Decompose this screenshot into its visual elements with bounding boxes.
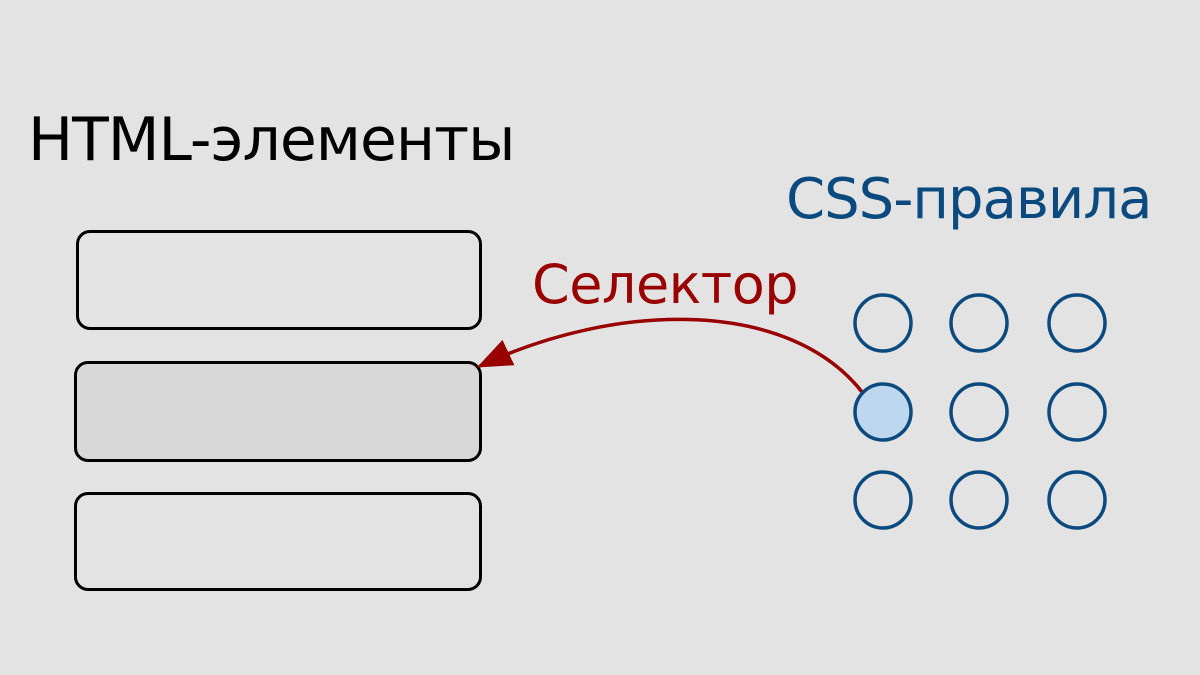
selector-arrow: [476, 317, 864, 394]
css-rule-circle: [1047, 382, 1107, 442]
css-rule-circle: [853, 293, 913, 353]
html-elements-title: HTML-элементы: [28, 105, 515, 175]
css-rules-title: CSS-правила: [786, 167, 1152, 232]
css-rule-circle: [1047, 470, 1107, 530]
html-element-box-2-selected: [74, 361, 482, 462]
css-rule-circle: [949, 293, 1009, 353]
css-rule-circle-selected: [853, 382, 913, 442]
css-rules-grid: [853, 293, 1107, 530]
css-rule-circle: [853, 470, 913, 530]
css-rule-circle: [1047, 293, 1107, 353]
selector-label: Селектор: [532, 253, 799, 316]
html-element-box-3: [74, 492, 482, 591]
html-element-box-1: [76, 230, 482, 330]
css-rule-circle: [949, 470, 1009, 530]
css-rule-circle: [949, 382, 1009, 442]
